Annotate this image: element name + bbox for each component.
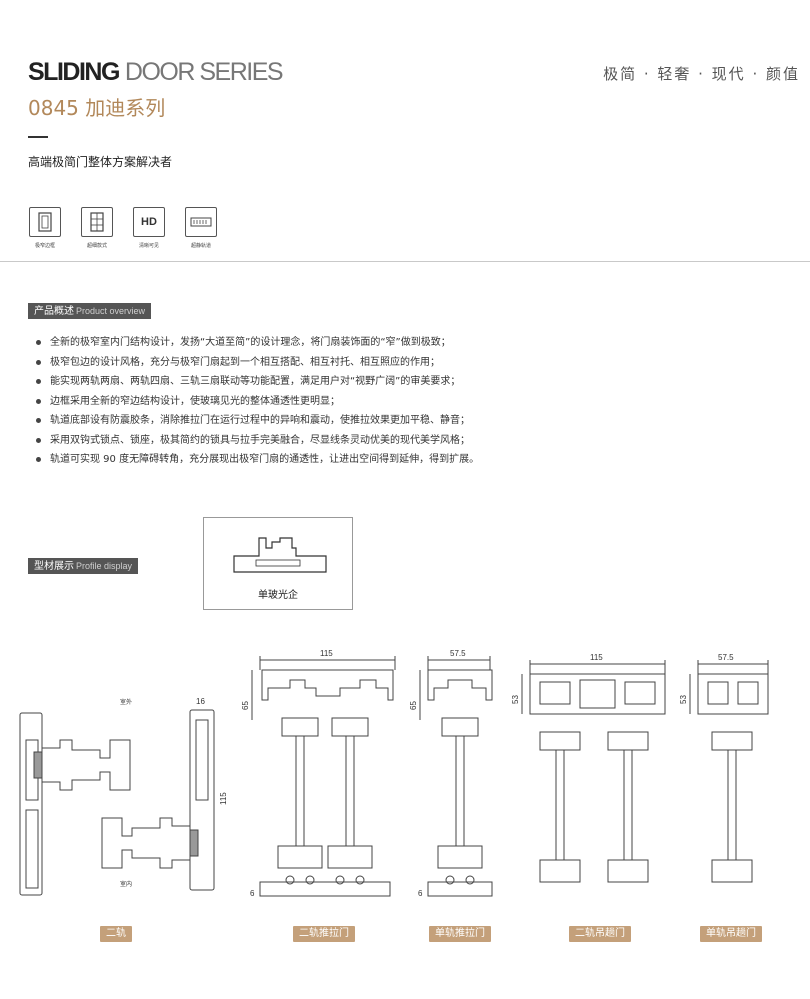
overview-tag-cn: 产品概述 — [34, 306, 74, 317]
hd-icon: HD — [133, 207, 165, 237]
profile-tag-en: Profile display — [76, 561, 133, 571]
dim-65-a: 65 — [241, 701, 250, 710]
label-single-track-sliding: 单轨推拉门 — [429, 926, 491, 942]
drawing-single-track-sliding — [419, 656, 493, 897]
feature-icons: 极窄边框 超细款式 HD 清晰可见 超静轨道 — [25, 207, 221, 249]
ultra-narrow-icon — [81, 207, 113, 237]
narrow-frame-icon — [29, 207, 61, 237]
list-item: 全新的极窄室内门结构设计，发扬“大道至简”的设计理念，将门扇装饰面的“窄”做到极… — [36, 333, 479, 353]
silent-track-icon — [185, 207, 217, 237]
label-two-track-hanging: 二轨吊趟门 — [569, 926, 631, 942]
dim-57-5-a: 57.5 — [450, 649, 466, 658]
feature-label: 清晰可见 — [138, 243, 159, 249]
glass-profile-label: 单玻光企 — [258, 590, 298, 601]
feature-label: 超静轨道 — [190, 243, 211, 249]
label-two-track-sliding: 二轨推拉门 — [293, 926, 355, 942]
list-item: 边框采用全新的窄边结构设计，使玻璃见光的整体通透性更明显； — [36, 392, 479, 412]
series-title: 0845 加迪系列 — [28, 96, 166, 120]
label-single-track-hanging: 单轨吊趟门 — [700, 926, 762, 942]
profile-drawings: 16 115 115 65 57.5 65 115 53 57.5 53 6 6… — [19, 649, 769, 898]
brand-light: DOOR SERIES — [124, 58, 284, 86]
feature-label: 极窄边框 — [34, 243, 55, 249]
list-item: 能实现两轨两扇、两轨四扇、三轨三扇联动等功能配置，满足用户对“视野广阔”的审美要… — [36, 372, 479, 392]
dim-57-5-b: 57.5 — [718, 653, 734, 662]
dim-65-b: 65 — [409, 701, 418, 710]
feature-label: 超细款式 — [86, 243, 107, 249]
list-item: 轨道底部设有防震胶条，消除推拉门在运行过程中的异响和震动，使推拉效果更加平稳、静… — [36, 411, 479, 431]
dim-6-a: 6 — [250, 889, 255, 898]
brand-bold: SLIDING — [28, 58, 120, 86]
profile-tag-cn: 型材展示 — [34, 561, 74, 572]
subtitle: 高端极简门整体方案解决者 — [28, 155, 173, 169]
dim-6-b: 6 — [418, 889, 423, 898]
list-item: 极窄包边的设计风格，充分与极窄门扇起到一个相互搭配、相互衬托、相互照应的作用； — [36, 353, 479, 373]
section-divider — [0, 261, 810, 262]
dim-115-a: 115 — [320, 649, 333, 658]
feature-silent-track: 超静轨道 — [181, 207, 221, 249]
hd-text: HD — [141, 216, 157, 228]
dim-53-b: 53 — [679, 695, 688, 704]
glass-profile-box: 单玻光企 — [203, 517, 353, 610]
list-item: 采用双钩式锁点、锁座，极其简约的锁具与拉手完美融合，尽显线条灵动优美的现代美学风… — [36, 431, 479, 451]
feature-narrow-frame: 极窄边框 — [25, 207, 65, 249]
drawing-two-track-hanging — [521, 660, 666, 883]
overview-tag-en: Product overview — [76, 306, 146, 316]
label-two-track: 二轨 — [100, 926, 132, 942]
overview-list: 全新的极窄室内门结构设计，发扬“大道至简”的设计理念，将门扇装饰面的“窄”做到极… — [36, 333, 479, 470]
feature-hd: HD 清晰可见 — [129, 207, 169, 249]
dim-115-vertical: 115 — [219, 792, 228, 805]
side-label-outdoor: 室外 — [120, 698, 132, 706]
glass-profile-drawing — [233, 537, 327, 573]
side-label-indoor: 室内 — [120, 880, 132, 888]
drawing-two-track — [19, 709, 215, 896]
title-rule — [28, 136, 48, 138]
feature-ultra-narrow: 超细款式 — [77, 207, 117, 249]
dim-16: 16 — [196, 697, 205, 706]
dim-115-b: 115 — [590, 653, 603, 662]
drawing-two-track-sliding — [251, 656, 396, 897]
list-item: 轨道可实现 90 度无障碍转角，充分展现出极窄门扇的通透性，让进出空间得到延伸，… — [36, 450, 479, 470]
drawing-single-track-hanging — [689, 660, 769, 883]
dim-53-a: 53 — [511, 695, 520, 704]
slogan: 极简 · 轻奢 · 现代 · 颜值 — [603, 65, 800, 83]
